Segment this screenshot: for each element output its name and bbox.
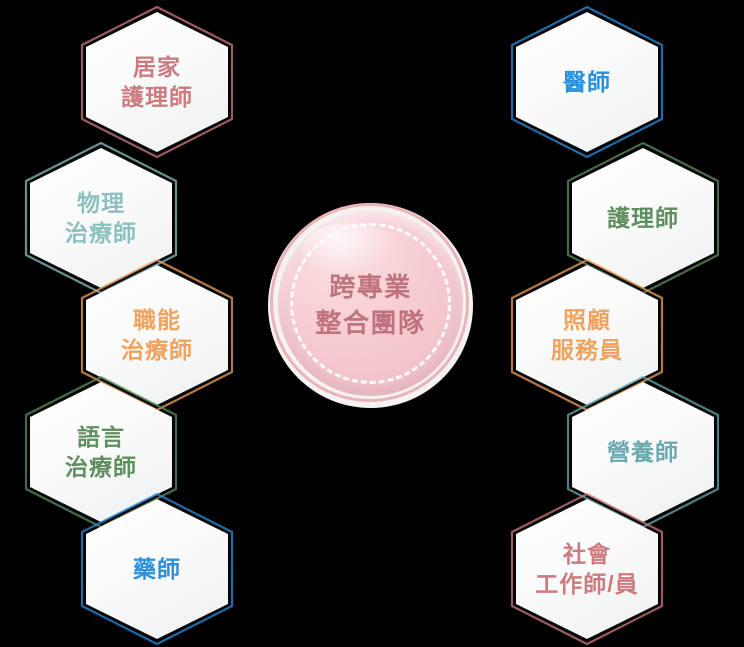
hex-label-social-worker: 社會 工作師/員 bbox=[535, 540, 639, 597]
hex-label-physician: 醫師 bbox=[563, 68, 611, 95]
hex-node-occupational-therapist[interactable]: 職能 治療師 bbox=[78, 257, 236, 413]
hex-node-physician[interactable]: 醫師 bbox=[508, 4, 666, 160]
hex-label-care-attendant: 照顧 服務員 bbox=[551, 306, 623, 363]
hex-label-occupational-therapist: 職能 治療師 bbox=[121, 306, 193, 363]
hex-label-speech-therapist: 語言 治療師 bbox=[65, 423, 137, 480]
hex-label-nurse: 護理師 bbox=[607, 204, 679, 231]
hex-node-speech-therapist[interactable]: 語言 治療師 bbox=[22, 374, 180, 530]
hex-node-pharmacist[interactable]: 藥師 bbox=[78, 491, 236, 647]
hex-label-physical-therapist: 物理 治療師 bbox=[65, 189, 137, 246]
hex-face-physician bbox=[516, 12, 658, 152]
central-hub[interactable]: 跨專業 整合團隊 bbox=[268, 203, 473, 408]
hex-node-social-worker[interactable]: 社會 工作師/員 bbox=[508, 491, 666, 647]
hex-label-home-care-nurse: 居家 護理師 bbox=[121, 53, 193, 110]
hub-label: 跨專業 整合團隊 bbox=[315, 271, 426, 338]
hex-label-dietitian: 營養師 bbox=[607, 438, 679, 465]
hex-node-home-care-nurse[interactable]: 居家 護理師 bbox=[78, 4, 236, 160]
hex-label-pharmacist: 藥師 bbox=[133, 555, 181, 582]
hub-outer-ring bbox=[270, 203, 469, 402]
